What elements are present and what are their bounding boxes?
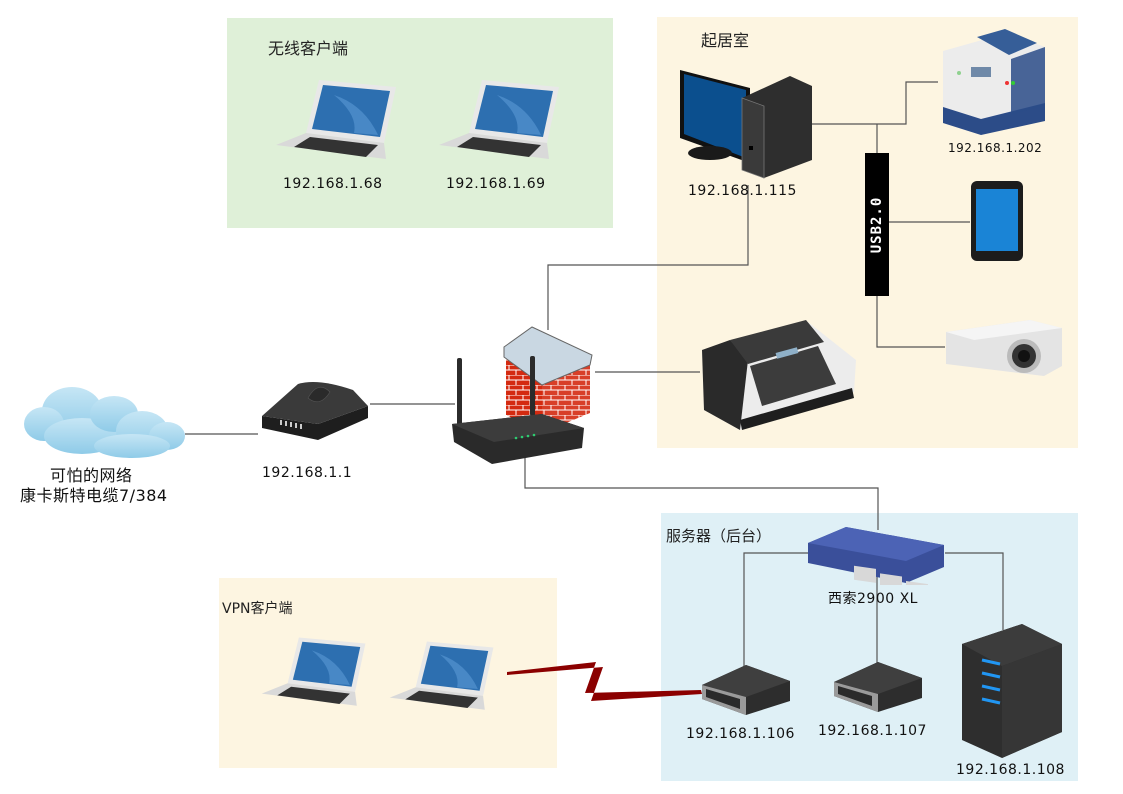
zone-title-wireless: 无线客户端 — [268, 39, 349, 58]
printer-icon — [943, 29, 1045, 135]
wire-firewall-desktop — [547, 185, 749, 330]
cloud-label-line2: 康卡斯特电缆7/384 — [20, 486, 168, 505]
modem-icon — [262, 382, 368, 440]
vpn-link-bolt — [507, 662, 702, 701]
wire-desktop-printer — [812, 81, 938, 125]
projector[interactable] — [944, 318, 1064, 380]
server-1-ip-label: 192.168.1.106 — [686, 726, 795, 742]
laptop-1-ip-label: 192.168.1.68 — [283, 176, 383, 192]
server-2-ip-label: 192.168.1.107 — [818, 723, 927, 739]
tower-server-icon — [962, 624, 1062, 758]
laptop-2-ip-label: 192.168.1.69 — [446, 176, 546, 192]
modem-ip-label: 192.168.1.1 — [262, 465, 353, 481]
zone-title-living-room: 起居室 — [701, 31, 750, 50]
laptop-1[interactable] — [274, 75, 399, 165]
firewall-icon — [503, 326, 593, 433]
mfp-printer-ip-label: 192.168.1.202 — [948, 141, 1043, 155]
vpn-laptop-2[interactable] — [388, 636, 496, 716]
wire-router-switch — [524, 455, 879, 530]
modem[interactable] — [258, 378, 373, 450]
fax-machine[interactable] — [700, 320, 860, 432]
usb-hub-label: USB2.0 — [869, 196, 885, 253]
laptop-2[interactable] — [437, 75, 562, 165]
network-switch[interactable] — [806, 525, 946, 599]
cloud-label-line1: 可怕的网络 — [50, 466, 133, 485]
cloud-icon — [24, 387, 185, 458]
wireless-router[interactable] — [452, 356, 588, 466]
tablet-icon — [971, 181, 1023, 261]
fax-icon — [702, 320, 856, 430]
server-3-tower[interactable] — [960, 622, 1065, 758]
wire-switch-server1 — [743, 552, 808, 667]
laptop-icon — [439, 80, 559, 159]
server-1[interactable] — [700, 665, 792, 715]
server-icon — [834, 662, 922, 712]
projector-icon — [946, 320, 1062, 376]
network-switch-icon — [808, 527, 944, 599]
laptop-icon — [276, 80, 396, 159]
zone-vpn-clients — [219, 578, 557, 768]
wireless-router-icon — [452, 356, 584, 464]
server-icon — [702, 665, 790, 715]
laptop-icon — [261, 637, 366, 706]
cloud-internet — [22, 376, 187, 461]
wire-switch-server3 — [945, 552, 1004, 630]
wire-usb-projector — [876, 296, 945, 348]
usb-hub[interactable]: USB2.0 — [865, 153, 889, 296]
desktop-computer-icon — [680, 70, 812, 179]
laptop-icon — [389, 641, 494, 710]
vpn-laptop-1[interactable] — [260, 632, 368, 712]
firewall[interactable] — [502, 325, 594, 433]
server-2[interactable] — [832, 662, 924, 712]
desktop-computer[interactable] — [680, 68, 815, 183]
server-3-ip-label: 192.168.1.108 — [956, 762, 1065, 778]
desktop-ip-label: 192.168.1.115 — [688, 183, 797, 199]
zone-title-vpn: VPN客户端 — [222, 601, 293, 617]
tablet[interactable] — [970, 180, 1025, 262]
zone-title-servers: 服务器（后台） — [666, 527, 772, 545]
switch-label: 西索2900 XL — [828, 591, 918, 607]
mfp-printer[interactable] — [937, 25, 1049, 135]
